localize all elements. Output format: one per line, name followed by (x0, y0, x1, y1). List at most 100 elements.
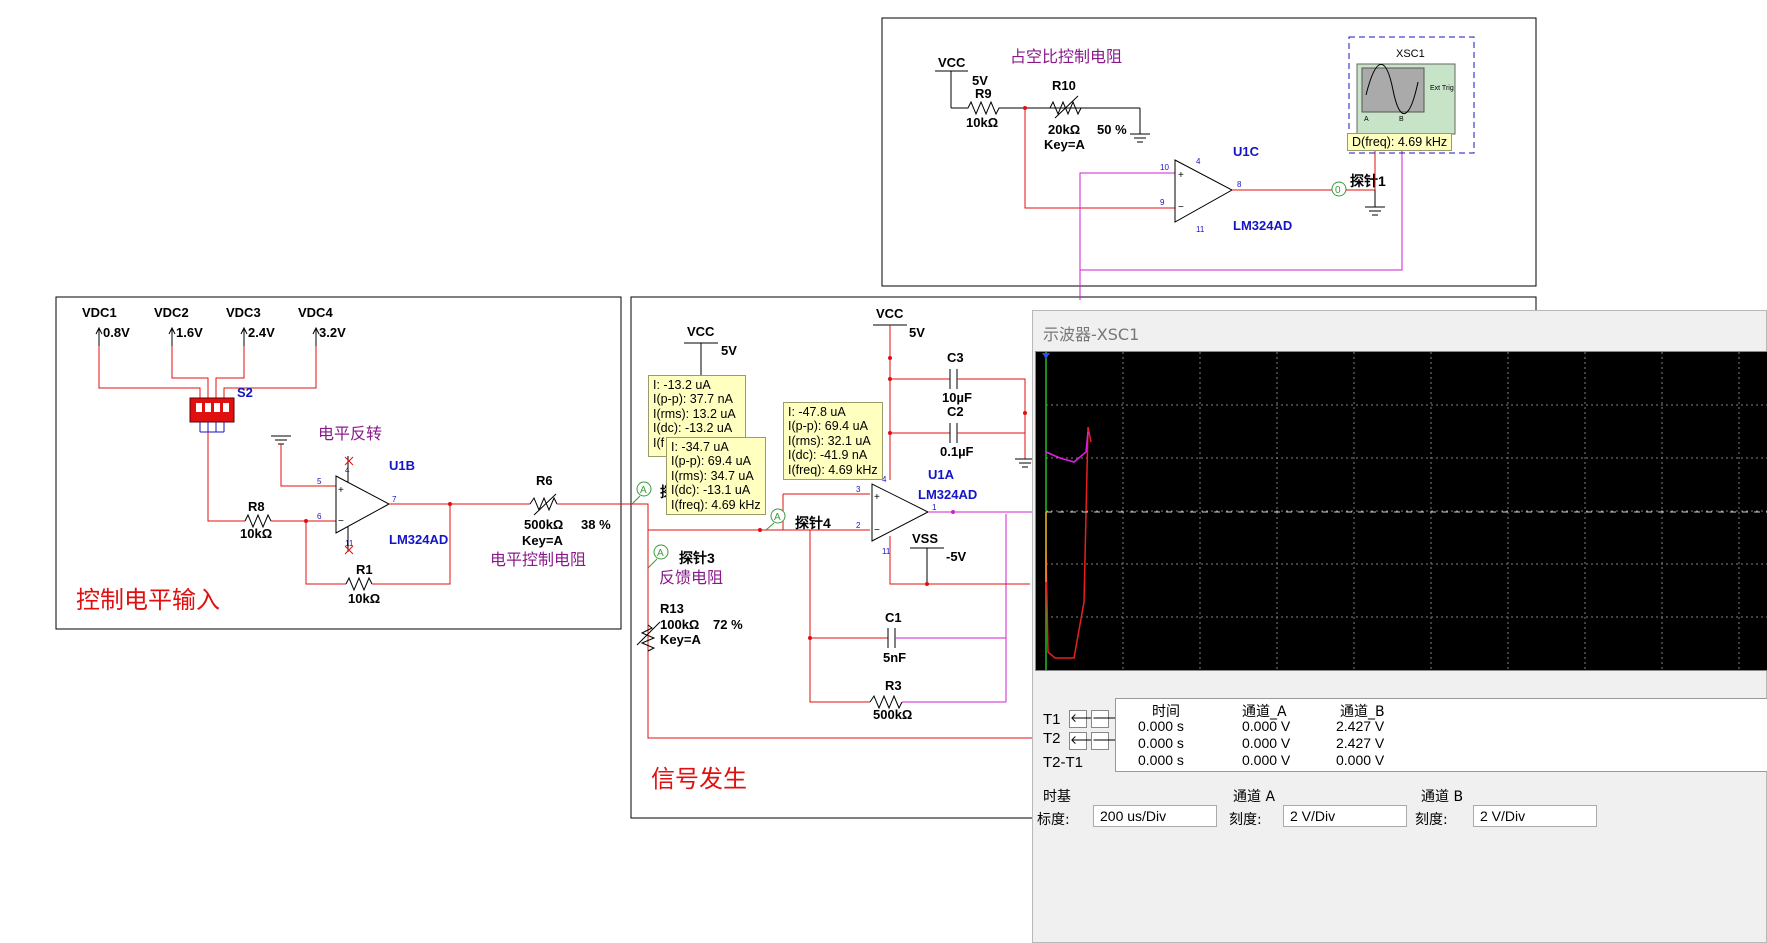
r13-value: 100kΩ (660, 617, 699, 632)
r8-value: 10kΩ (240, 526, 272, 541)
tip-line: I: -47.8 uA (788, 405, 846, 419)
feedback-res-label: 反馈电阻 (659, 568, 723, 587)
s2-label: S2 (237, 385, 253, 400)
u1b-pin5: 5 (317, 477, 322, 486)
tip-line: I: -34.7 uA (671, 440, 729, 454)
svg-text:−: − (874, 525, 880, 536)
tip-line: I(dc): -41.9 nA (788, 448, 868, 463)
probe4-tooltip: I: -47.8 uA I(p-p): 69.4 uA I(rms): 32.1… (783, 402, 883, 481)
vcc2-value: 5V (909, 325, 925, 340)
probe1-marker: 0 (1335, 185, 1341, 196)
control-level-block-frame (55, 296, 622, 630)
u1c-pin8: 8 (1237, 180, 1242, 189)
tip-line: I(dc): -13.2 uA (653, 421, 733, 436)
t2-left-button[interactable]: 🡐 (1069, 732, 1102, 750)
xsc1-channel-a: A (1364, 116, 1369, 123)
control-level-title: 控制电平输入 (76, 586, 220, 614)
channel-a-group-label: 通道 A (1233, 789, 1276, 805)
cell: 0.000 V (1242, 735, 1291, 751)
tip-line: I(p-p): 69.4 uA (788, 419, 868, 434)
c1-value: 5nF (883, 650, 906, 665)
tip-line: I(freq): 4.69 kHz (788, 462, 878, 477)
cell: 2.427 V (1336, 735, 1385, 751)
channel-b-scale-input[interactable]: 2 V/Div (1473, 805, 1597, 827)
vcc1-value: 5V (721, 343, 737, 358)
svg-text:−: − (338, 516, 344, 527)
vcc-label: VCC (938, 55, 966, 70)
duty-cycle-title: 占空比控制电阻 (1010, 47, 1122, 66)
cell: 0.000 s (1138, 718, 1184, 734)
r6-label: R6 (536, 473, 553, 488)
tip-line: I(f (653, 435, 665, 450)
window-title: 示波器-XSC1 (1043, 325, 1140, 344)
u1b-pin7: 7 (392, 495, 397, 504)
cell: 0.000 s (1138, 752, 1184, 768)
u1b-part: LM324AD (389, 532, 448, 547)
readout-table: 时间 通道_A 通道_B 0.000 s 0.000 V 2.427 V 0.0… (1115, 698, 1767, 772)
tip-line: I(freq): 4.69 kHz (671, 497, 761, 512)
timebase-group-label: 时基 (1043, 789, 1071, 805)
tip-line: I: -13.2 uA (653, 378, 711, 392)
u1b-label: U1B (389, 458, 415, 473)
channel-a-scale-input[interactable]: 2 V/Div (1283, 805, 1407, 827)
t1-right-button[interactable]: 🡒 (1091, 710, 1124, 728)
u1c-pin9: 9 (1160, 198, 1165, 207)
tip-line: I(dc): -13.1 uA (671, 483, 751, 498)
u1a-pin2: 2 (856, 521, 861, 530)
probe3-tooltip: I: -34.7 uA I(p-p): 69.4 uA I(rms): 34.7… (666, 437, 766, 516)
scope-screen[interactable] (1035, 351, 1767, 671)
r3-label: R3 (885, 678, 902, 693)
r1-value: 10kΩ (348, 591, 380, 606)
u1a-pin3: 3 (856, 485, 861, 494)
oscilloscope-window[interactable]: 示波器-XSC1 T1 🡐 🡒 T2 🡐 🡒 T2-T1 时间 通道_A 通道_… (1032, 310, 1767, 943)
tip-line: I(p-p): 69.4 uA (671, 454, 751, 469)
vcc-value: 5V (972, 73, 988, 88)
r6-value: 500kΩ (524, 517, 563, 532)
r9-label: R9 (975, 86, 992, 101)
duty-cycle-block-frame (881, 17, 1537, 287)
r8-label: R8 (248, 499, 265, 514)
cell: 2.427 V (1336, 718, 1385, 734)
xsc1-channel-b: B (1399, 116, 1404, 123)
col-time: 时间 (1152, 704, 1180, 720)
timebase-scale-label: 标度: (1037, 812, 1070, 828)
level-control-res-label: 电平控制电阻 (490, 550, 586, 569)
cursor-delta-label: T2-T1 (1043, 754, 1084, 771)
r1-label: R1 (356, 562, 373, 577)
r10-key: Key=A (1044, 137, 1085, 152)
xsc1-label: XSC1 (1396, 48, 1425, 60)
cursor-readout: T1 🡐 🡒 T2 🡐 🡒 T2-T1 时间 通道_A 通道_B 0.000 s… (1033, 676, 1767, 776)
vcc2-label: VCC (876, 306, 904, 321)
timebase-scale-input[interactable]: 200 us/Div (1093, 805, 1217, 827)
u1c-part: LM324AD (1233, 218, 1292, 233)
r3-value: 500kΩ (873, 707, 912, 722)
invert-label: 电平反转 (318, 424, 382, 443)
channel-b-group-label: 通道 B (1421, 789, 1464, 805)
u1a-part: LM324AD (918, 487, 977, 502)
tip-line: I(p-p): 37.7 nA (653, 392, 733, 407)
u1a-pin4: 4 (882, 475, 887, 484)
tip-line: I(rms): 13.2 uA (653, 406, 736, 421)
vdc2-value: 1.6V (176, 325, 203, 340)
u1c-pin10: 10 (1160, 163, 1169, 172)
r13-percent: 72 % (713, 617, 743, 632)
r6-key: Key=A (522, 533, 563, 548)
r10-label: R10 (1052, 78, 1076, 93)
signal-gen-block: R6 500kΩ 38 % Key=A 电平控制电阻 VCC 5V VCC 5V… (490, 306, 1040, 793)
col-channel-a: 通道_A (1242, 704, 1287, 720)
t1-left-button[interactable]: 🡐 (1069, 710, 1102, 728)
vcc1-label: VCC (687, 324, 715, 339)
channel-a-scale-label: 刻度: (1229, 812, 1262, 828)
vdc1-label: VDC1 (82, 305, 117, 320)
r10-value: 20kΩ (1048, 122, 1080, 137)
cursor-t1-marker[interactable] (1042, 353, 1050, 359)
vdc2-label: VDC2 (154, 305, 189, 320)
signal-gen-title: 信号发生 (651, 765, 747, 793)
c2-label: C2 (947, 404, 964, 419)
tip-line: I(rms): 32.1 uA (788, 433, 871, 448)
u1c-pin4: 4 (1196, 157, 1201, 166)
probe3-marker: A (657, 548, 664, 559)
freq-tooltip-text: D(freq): 4.69 kHz (1352, 135, 1448, 149)
svg-text:−: − (1178, 202, 1184, 213)
t2-right-button[interactable]: 🡒 (1091, 732, 1124, 750)
